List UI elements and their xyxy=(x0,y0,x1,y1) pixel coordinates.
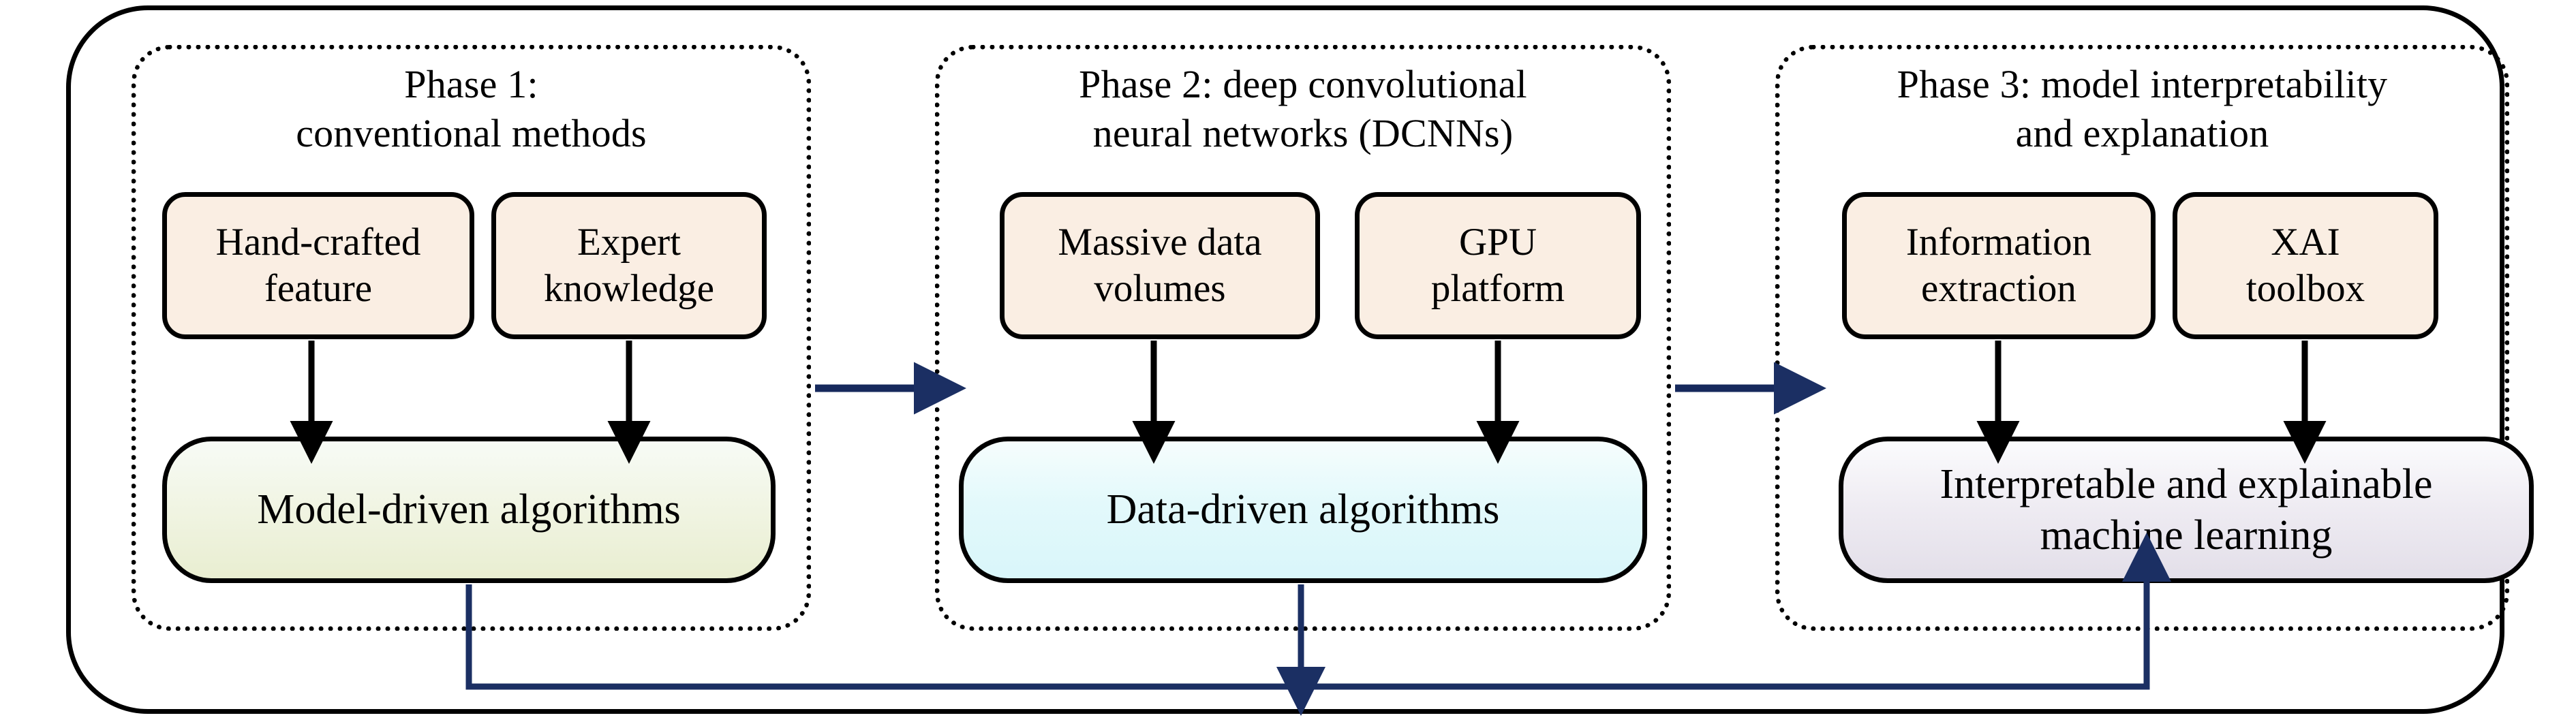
node-interpretable-explainable-ml[interactable]: Interpretable and explainable machine le… xyxy=(1839,437,2534,583)
arrow-model-driven-feedback-to-interpretable xyxy=(465,533,2171,690)
node-data-driven-algorithms[interactable]: Data-driven algorithms xyxy=(959,437,1647,583)
node-massive-data-volumes[interactable]: Massive data volumes xyxy=(1000,192,1320,339)
node-model-driven-algorithms[interactable]: Model-driven algorithms xyxy=(162,437,776,583)
node-xai-toolbox[interactable]: XAI toolbox xyxy=(2173,192,2438,339)
node-expert-knowledge[interactable]: Expert knowledge xyxy=(491,192,767,339)
node-gpu-platform[interactable]: GPU platform xyxy=(1355,192,1641,339)
phase-1-title: Phase 1: conventional methods xyxy=(296,62,647,155)
node-information-extraction[interactable]: Information extraction xyxy=(1842,192,2156,339)
phase-3-title: Phase 3: model interpretability and expl… xyxy=(1897,62,2388,155)
node-hand-crafted-feature[interactable]: Hand-crafted feature xyxy=(162,192,474,339)
phase-3-container xyxy=(1775,45,2509,631)
phase-2-title: Phase 2: deep convolutional neural netwo… xyxy=(1079,62,1527,155)
